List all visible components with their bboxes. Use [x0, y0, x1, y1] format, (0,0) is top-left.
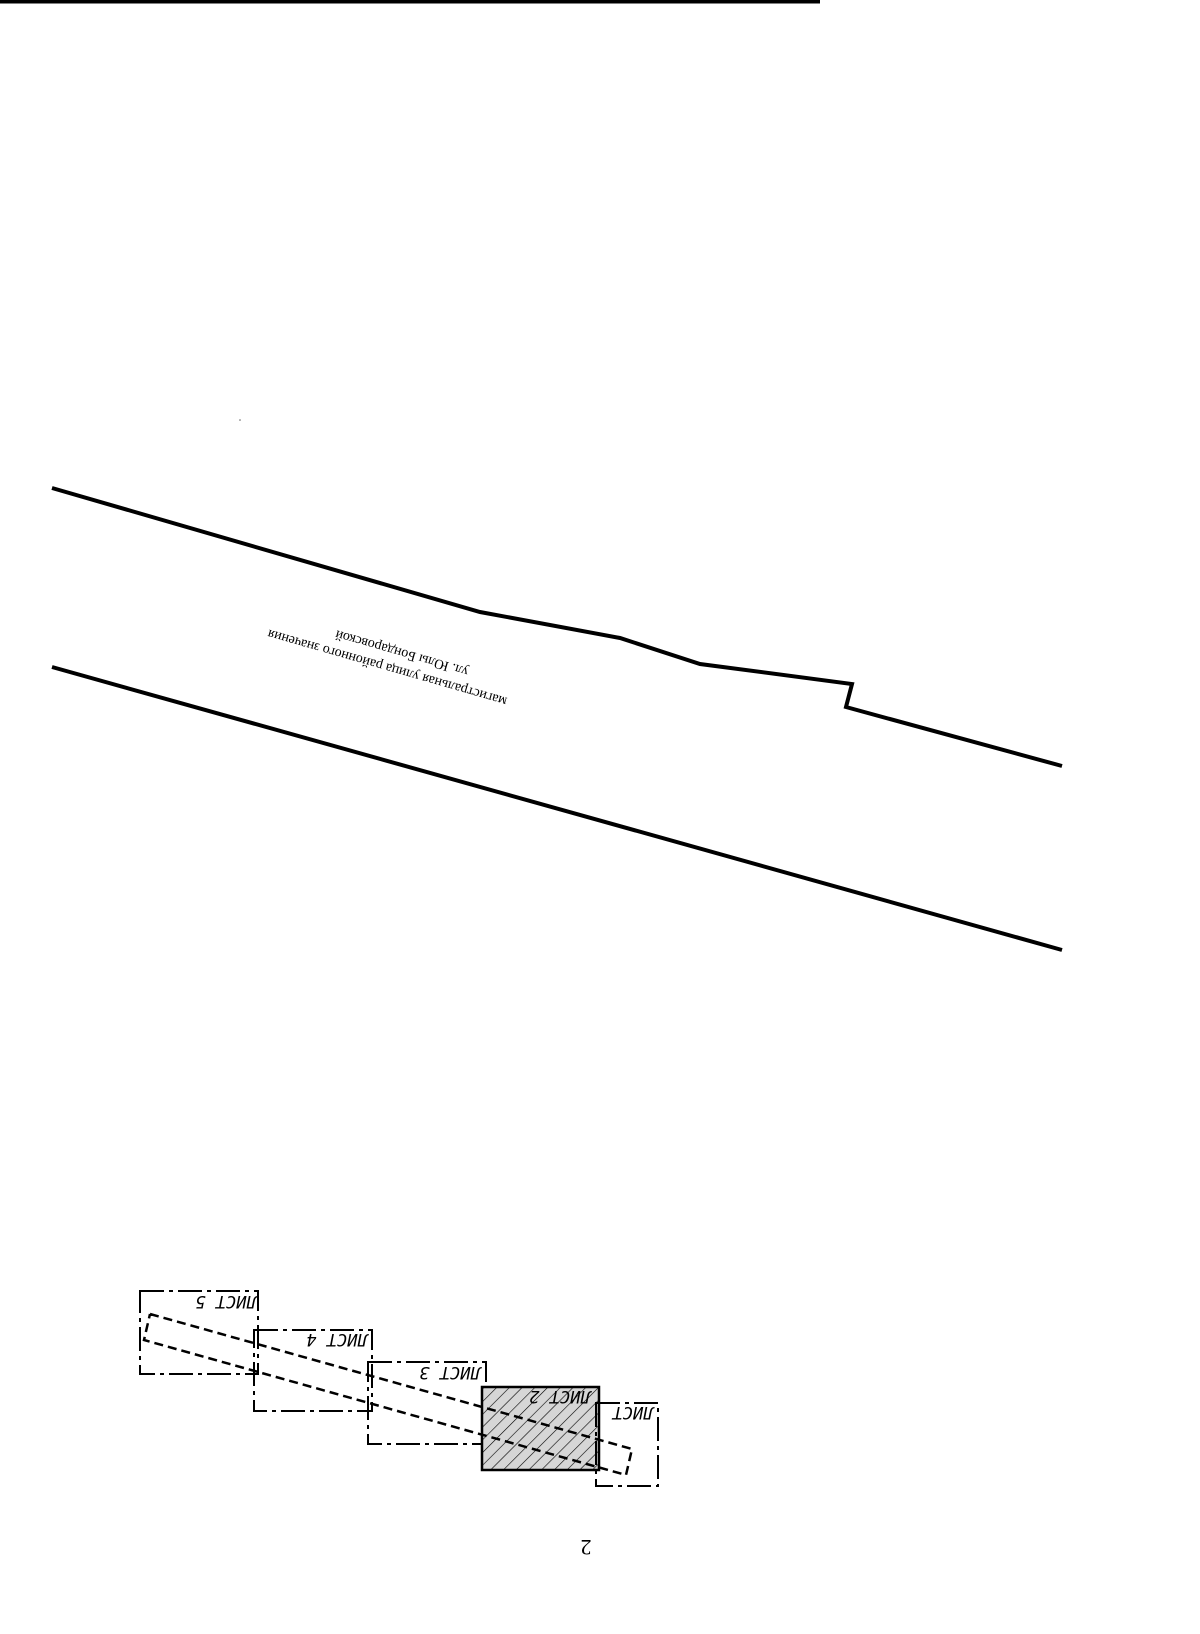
street-corridor-outline	[142, 1312, 634, 1477]
street-label-line1: магистральная улица районного значения	[266, 626, 509, 709]
sheet-5-label: ЛИСТ 5	[195, 1291, 258, 1311]
sheet-2-label: ЛИСТ 2	[529, 1386, 592, 1406]
sheet-2-frame	[480, 1385, 601, 1472]
sheet-4-label: ЛИСТ 4	[306, 1329, 369, 1349]
sheet-1-label: ЛИСТ	[611, 1402, 656, 1422]
sheet-1-frame	[595, 1402, 659, 1487]
street-upper-boundary	[51, 486, 1063, 768]
page-number: 2	[581, 1535, 592, 1560]
street-lower-boundary	[51, 665, 1063, 952]
sheet-5-frame	[139, 1290, 259, 1375]
street-label: магистральная улица районного значения у…	[266, 626, 509, 709]
sheet-key-map: ЛИСТ 5 ЛИСТ 4 ЛИСТ 3 ЛИСТ 2 ЛИСТ	[139, 1290, 659, 1487]
sheet-3-label: ЛИСТ 3	[419, 1362, 482, 1382]
speck-mark	[239, 419, 241, 421]
